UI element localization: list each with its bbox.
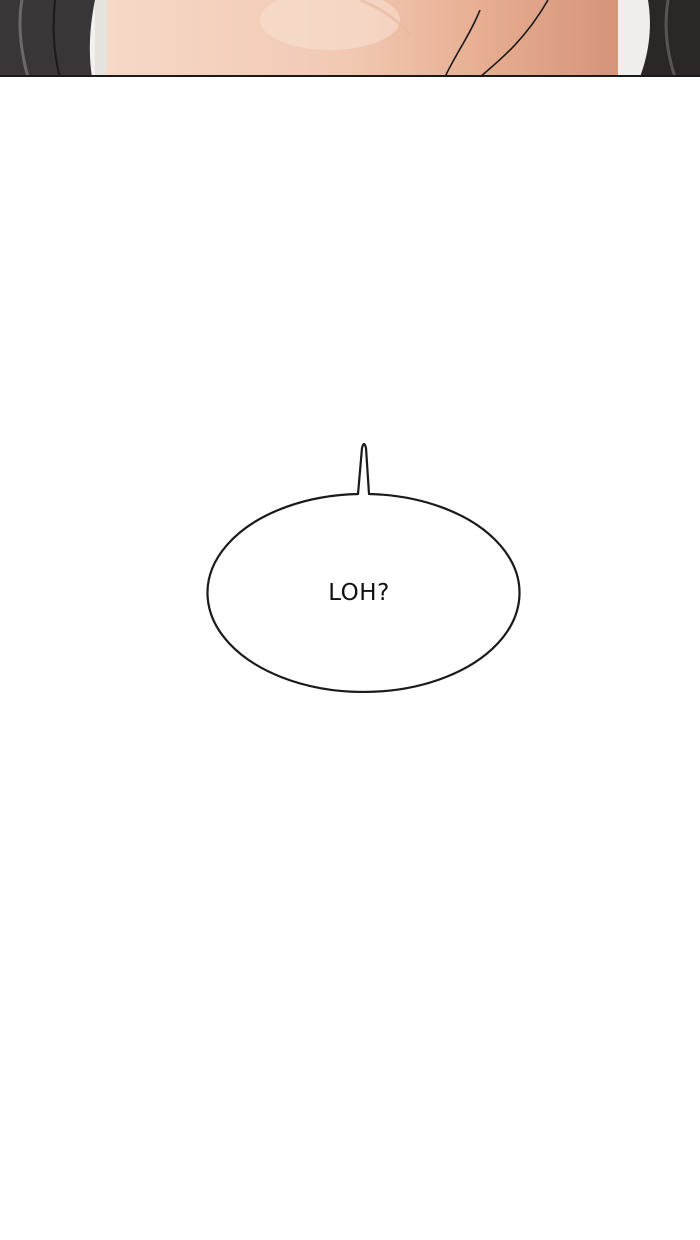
hair-left	[0, 0, 95, 77]
speech-bubble-text: LOH?	[328, 580, 390, 606]
face-closeup-illustration	[0, 0, 700, 77]
previous-panel-face-closeup	[0, 0, 700, 77]
hair-right	[640, 0, 700, 77]
